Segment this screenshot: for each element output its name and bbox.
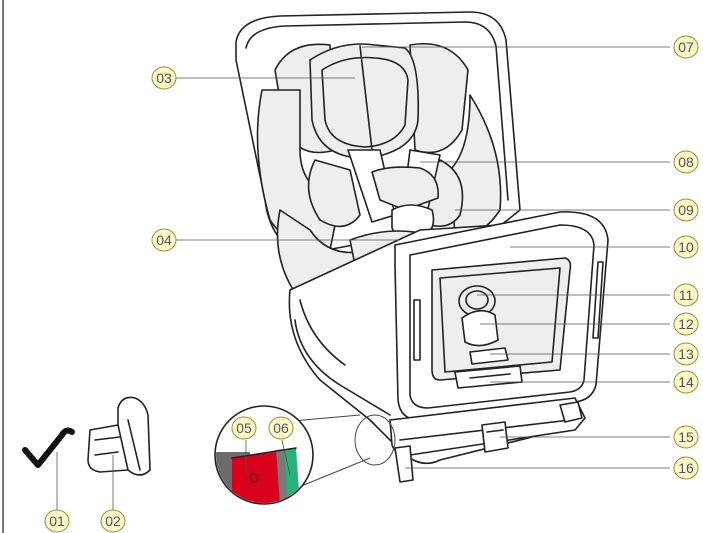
svg-text:14: 14 <box>678 374 694 390</box>
svg-text:12: 12 <box>678 316 694 332</box>
svg-text:05: 05 <box>236 420 252 436</box>
svg-text:06: 06 <box>273 420 289 436</box>
callout-11: 11 <box>674 284 698 306</box>
isofix-guide-part <box>25 431 72 465</box>
callout-16: 16 <box>674 457 698 479</box>
svg-text:16: 16 <box>678 460 694 476</box>
callout-06: 06 <box>269 417 293 439</box>
svg-text:03: 03 <box>156 70 172 86</box>
svg-text:02: 02 <box>105 513 121 529</box>
svg-text:13: 13 <box>678 346 694 362</box>
svg-text:07: 07 <box>678 39 694 55</box>
svg-text:01: 01 <box>49 513 65 529</box>
callout-04: 04 <box>152 229 176 251</box>
callout-10: 10 <box>674 236 698 258</box>
callout-08: 08 <box>674 151 698 173</box>
callout-07: 07 <box>674 36 698 58</box>
callout-09: 09 <box>674 199 698 221</box>
callout-01: 01 <box>45 510 69 532</box>
callout-13: 13 <box>674 343 698 365</box>
svg-text:09: 09 <box>678 202 694 218</box>
svg-text:10: 10 <box>678 239 694 255</box>
callout-12: 12 <box>674 313 698 335</box>
svg-text:15: 15 <box>678 429 694 445</box>
callout-15: 15 <box>674 426 698 448</box>
svg-text:04: 04 <box>156 232 172 248</box>
bracket-part <box>88 397 150 475</box>
callout-02: 02 <box>101 510 125 532</box>
callout-03: 03 <box>152 67 176 89</box>
callout-14: 14 <box>674 371 698 393</box>
callout-05: 05 <box>232 417 256 439</box>
svg-text:11: 11 <box>679 287 694 303</box>
svg-text:08: 08 <box>678 154 694 170</box>
